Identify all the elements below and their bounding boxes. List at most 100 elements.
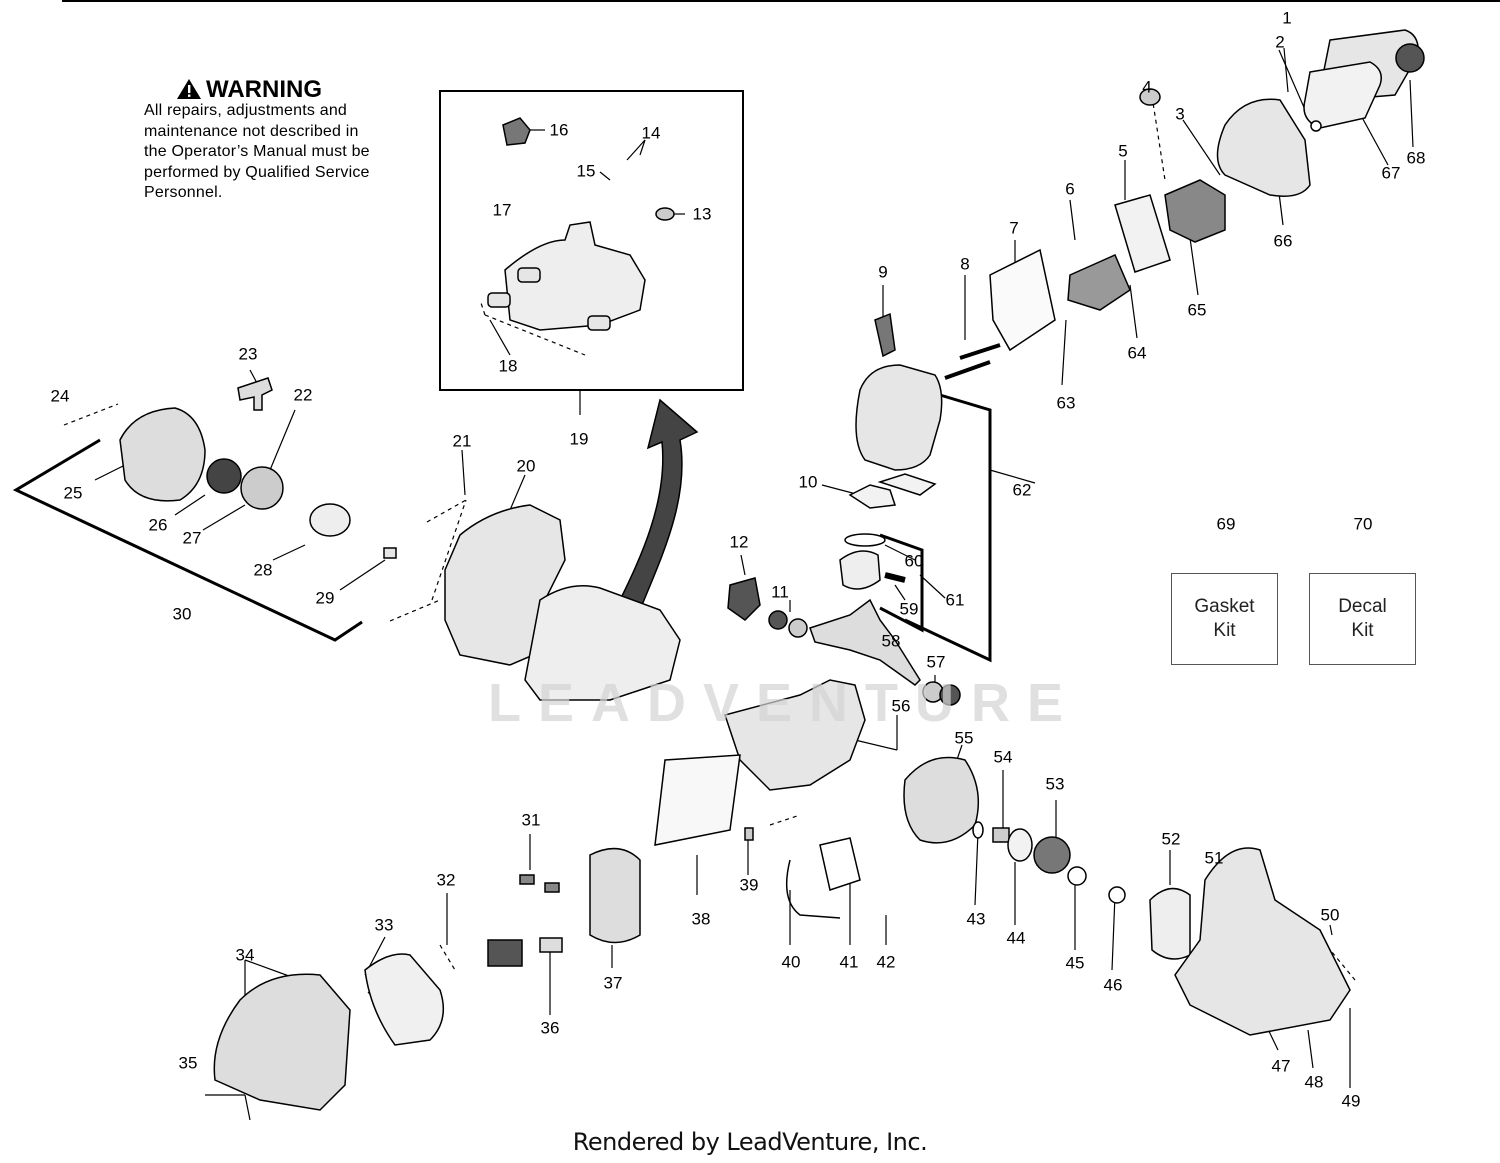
callout-3[interactable]: 3 <box>1175 104 1185 124</box>
callout-19[interactable]: 19 <box>569 429 589 449</box>
callout-31[interactable]: 31 <box>521 810 541 830</box>
callout-60[interactable]: 60 <box>904 551 924 571</box>
callout-47[interactable]: 47 <box>1271 1056 1291 1076</box>
gasket-kit-box[interactable]: Gasket Kit <box>1171 573 1278 665</box>
callout-66[interactable]: 66 <box>1273 231 1293 251</box>
callout-9[interactable]: 9 <box>878 262 888 282</box>
callout-32[interactable]: 32 <box>436 870 456 890</box>
callout-21[interactable]: 21 <box>452 431 472 451</box>
callout-56[interactable]: 56 <box>891 696 911 716</box>
part-gasket-10b <box>877 473 937 496</box>
part-bolt-29 <box>383 547 397 559</box>
callout-50[interactable]: 50 <box>1320 905 1340 925</box>
callout-12[interactable]: 12 <box>729 532 749 552</box>
callout-63[interactable]: 63 <box>1056 393 1076 413</box>
callout-46[interactable]: 46 <box>1103 975 1123 995</box>
bracket-62 <box>904 393 992 663</box>
callout-17[interactable]: 17 <box>492 200 512 220</box>
callout-20[interactable]: 20 <box>516 456 536 476</box>
callout-6[interactable]: 6 <box>1065 179 1075 199</box>
callout-22[interactable]: 22 <box>293 385 313 405</box>
part-screen <box>487 939 523 967</box>
callout-64[interactable]: 64 <box>1127 343 1147 363</box>
callout-27[interactable]: 27 <box>182 528 202 548</box>
callout-53[interactable]: 53 <box>1045 774 1065 794</box>
part-pulley <box>240 466 284 510</box>
part-fuel-cap <box>502 117 531 146</box>
callout-14[interactable]: 14 <box>641 123 661 143</box>
callout-42[interactable]: 42 <box>876 952 896 972</box>
callout-45[interactable]: 45 <box>1065 953 1085 973</box>
callout-70[interactable]: 70 <box>1353 514 1373 534</box>
callout-33[interactable]: 33 <box>374 915 394 935</box>
callout-44[interactable]: 44 <box>1006 928 1026 948</box>
part-fuel-tank <box>524 585 681 701</box>
part-gasket-10 <box>848 484 897 509</box>
assembly-arrow <box>618 398 699 612</box>
part-piston-pin <box>884 572 906 583</box>
callout-5[interactable]: 5 <box>1118 141 1128 161</box>
part-fuel-tank-inset <box>504 221 646 331</box>
callout-11[interactable]: 11 <box>771 582 789 602</box>
callout-49[interactable]: 49 <box>1341 1091 1361 1111</box>
callout-10[interactable]: 10 <box>798 472 818 492</box>
callout-8[interactable]: 8 <box>960 254 970 274</box>
callout-51[interactable]: 51 <box>1204 848 1224 868</box>
callout-65[interactable]: 65 <box>1187 300 1207 320</box>
callout-28[interactable]: 28 <box>253 560 273 580</box>
callout-1[interactable]: 1 <box>1282 8 1292 28</box>
callout-38[interactable]: 38 <box>691 909 711 929</box>
decal-kit-box[interactable]: Decal Kit <box>1309 573 1416 665</box>
callout-26[interactable]: 26 <box>148 515 168 535</box>
callout-25[interactable]: 25 <box>63 483 83 503</box>
part-grommet-18c <box>587 315 611 331</box>
warning-text: All repairs, adjustments and maintenance… <box>144 102 370 201</box>
callout-55[interactable]: 55 <box>954 728 974 748</box>
callout-15[interactable]: 15 <box>576 161 596 181</box>
part-crankcase <box>724 679 866 791</box>
callout-43[interactable]: 43 <box>966 909 986 929</box>
callout-7[interactable]: 7 <box>1009 218 1019 238</box>
part-grommet-18b <box>517 267 541 283</box>
part-screw-39 <box>744 827 754 841</box>
callout-40[interactable]: 40 <box>781 952 801 972</box>
part-washer-46 <box>1108 886 1126 904</box>
part-piston-ring <box>844 533 886 547</box>
callout-69[interactable]: 69 <box>1216 514 1236 534</box>
callout-2[interactable]: 2 <box>1275 32 1285 52</box>
callout-59[interactable]: 59 <box>899 599 919 619</box>
part-starter-pawl-plate <box>309 503 351 537</box>
callout-4[interactable]: 4 <box>1142 77 1152 97</box>
callout-67[interactable]: 67 <box>1381 163 1401 183</box>
callout-37[interactable]: 37 <box>603 973 623 993</box>
callout-58[interactable]: 58 <box>881 631 901 651</box>
callout-34[interactable]: 34 <box>235 945 255 965</box>
part-gasket-38 <box>654 754 741 846</box>
callout-61[interactable]: 61 <box>945 590 965 610</box>
callout-35[interactable]: 35 <box>178 1053 198 1073</box>
part-starter-handle <box>237 377 273 411</box>
callout-24[interactable]: 24 <box>50 386 70 406</box>
callout-36[interactable]: 36 <box>540 1018 560 1038</box>
callout-54[interactable]: 54 <box>993 747 1013 767</box>
part-starter-housing <box>119 407 206 502</box>
part-bolt-31a <box>519 874 535 885</box>
callout-18[interactable]: 18 <box>498 356 518 376</box>
callout-68[interactable]: 68 <box>1406 148 1426 168</box>
bracket-30 <box>12 438 363 642</box>
callout-48[interactable]: 48 <box>1304 1072 1324 1092</box>
part-bolt-8a <box>959 343 1001 360</box>
part-plate-44 <box>1007 828 1033 862</box>
callout-13[interactable]: 13 <box>692 204 712 224</box>
callout-23[interactable]: 23 <box>238 344 258 364</box>
callout-41[interactable]: 41 <box>839 952 859 972</box>
callout-62[interactable]: 62 <box>1012 480 1032 500</box>
part-engine-cover <box>213 973 351 1111</box>
callout-30[interactable]: 30 <box>172 604 192 624</box>
callout-52[interactable]: 52 <box>1161 829 1181 849</box>
callout-57[interactable]: 57 <box>926 652 946 672</box>
callout-29[interactable]: 29 <box>315 588 335 608</box>
callout-16[interactable]: 16 <box>549 120 569 140</box>
part-bearing-11a <box>768 610 788 630</box>
callout-39[interactable]: 39 <box>739 875 759 895</box>
